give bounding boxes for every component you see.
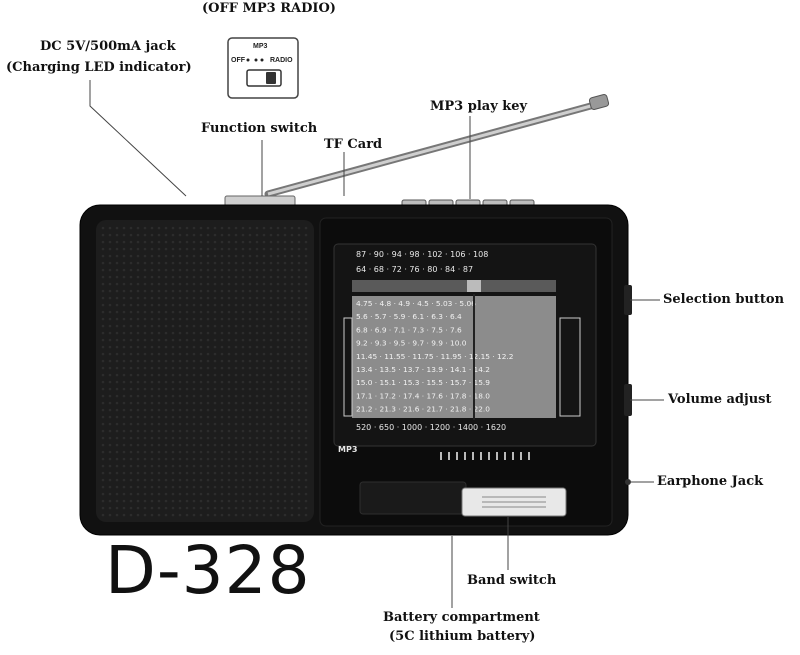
label-tf-card: TF Card [324,137,383,152]
sw-scale-row: 5.6 · 5.7 · 5.9 · 6.1 · 6.3 · 6.4 [356,312,462,321]
label-dc-jack: DC 5V/500mA jack [40,39,176,54]
sw-scale-row: 6.8 · 6.9 · 7.1 · 7.3 · 7.5 · 7.6 [356,325,462,334]
sw-scale-row: 9.2 · 9.3 · 9.5 · 9.7 · 9.9 · 10.0 [356,339,467,348]
leader-lines [89,80,664,608]
label-mp3-play-key: MP3 play key [430,99,528,114]
dial-mw: 520 · 650 · 1000 · 1200 · 1400 · 1620 [356,423,506,432]
speaker-grille [96,220,314,522]
model-name: D-328 [105,532,311,609]
label-volume-adjust: Volume adjust [668,392,772,407]
earphone-jack [625,479,631,485]
sw-scale-row: 21.2 · 21.3 · 21.6 · 21.7 · 21.8 · 22.0 [356,405,490,414]
sw-scale-row: 15.0 · 15.1 · 15.3 · 15.5 · 15.7 · 15.9 [356,378,490,387]
sw-scale-row: 13.4 · 13.5 · 13.7 · 13.9 · 14.1 · 14.2 [356,365,490,374]
svg-text:MP3: MP3 [253,43,268,50]
svg-text:OFF: OFF [231,57,246,64]
volume-wheel [624,384,632,416]
selection-button [624,285,632,315]
label-function-switch: Function switch [201,121,318,136]
sw-scale-row: 17.1 · 17.2 · 17.4 · 17.6 · 17.8 · 18.0 [356,391,490,400]
label-battery-compartment: Battery compartment [383,610,540,625]
switch-inset: MP3 OFF RADIO [227,37,299,99]
svg-text:RADIO: RADIO [270,57,293,64]
dial-fm2: 64 · 68 · 72 · 76 · 80 · 84 · 87 [356,265,473,274]
battery-compartment [359,481,467,515]
label-lithium-battery: (5C lithium battery) [389,629,536,644]
switch-inset-header: (OFF MP3 RADIO) [202,1,336,16]
label-earphone-jack: Earphone Jack [657,474,764,489]
sw-scale-row: 4.75 · 4.8 · 4.9 · 4.5 · 5.03 · 5.06 [356,299,476,308]
label-band-switch: Band switch [467,573,557,588]
sw-scale-row: 11.45 · 11.55 · 11.75 · 11.95 · 12.15 · … [356,352,513,361]
label-selection-button: Selection button [663,292,785,307]
telescopic-antenna [264,94,610,198]
label-charging-led: (Charging LED indicator) [6,60,192,75]
dial-fm1: 87 · 90 · 94 · 98 · 102 · 106 · 108 [356,250,488,259]
dial-mp3-tag: MP3 [338,445,357,454]
